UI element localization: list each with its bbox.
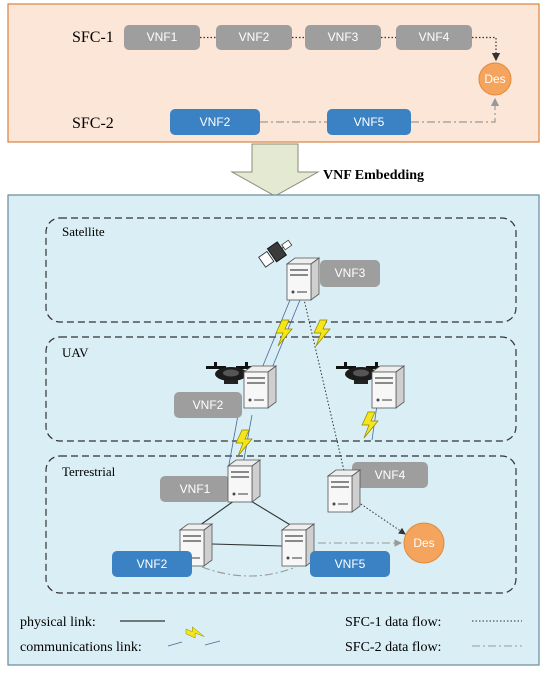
sfc1-vnf-2: VNF2: [216, 25, 292, 50]
sfc1-vnf-3: VNF3: [305, 25, 381, 50]
sfc2-flow: [260, 97, 500, 123]
sfc1-vnf-2-label: VNF2: [239, 30, 270, 44]
sfc2-vnf-1-label: VNF2: [200, 115, 231, 129]
network-panel: [7, 194, 540, 666]
ter-vnf4-server-icon: [327, 469, 361, 513]
ter-vnf2-label: VNF2: [137, 557, 168, 571]
ter-vnf1-box: [160, 476, 230, 502]
ter-vnf5-box: [310, 551, 390, 577]
ter-destination-label: Des: [413, 536, 434, 550]
sfc1-label: SFC-1: [72, 29, 114, 46]
ter-vnf5-label: VNF5: [335, 557, 366, 571]
terrestrial-destination: Des: [403, 522, 445, 564]
sfc-destination: Des: [478, 62, 512, 96]
uav-server-icon: [243, 365, 277, 409]
uav-server-icon: [371, 365, 405, 409]
sfc1-vnf-1: VNF1: [124, 25, 200, 50]
sfc1-vnf-4: VNF4: [396, 25, 472, 50]
embedding-label: VNF Embedding: [323, 168, 424, 183]
network-sfc1-path: [302, 294, 406, 535]
network-sfc2-path: [201, 539, 403, 577]
legend-sfc2-flow-label: SFC-2 data flow:: [345, 640, 441, 655]
uav-layer: [45, 336, 517, 442]
satellite-node: VNF3: [258, 239, 380, 301]
sfc2-vnf-2: VNF5: [327, 109, 411, 135]
terrestrial-node-vnf4: VNF4: [327, 462, 428, 513]
legend-sfc1-flow-label: SFC-1 data flow:: [345, 615, 441, 630]
satellite-vnf-label: VNF3: [335, 266, 366, 280]
terrestrial-node-vnf1: VNF1: [160, 459, 261, 503]
sfc1-flow: [200, 36, 501, 62]
terrestrial-layer-label: Terrestrial: [62, 464, 116, 479]
uav-node-left: VNF2: [174, 362, 277, 418]
sfc1-vnf-1-label: VNF1: [147, 30, 178, 44]
sfc2-vnf-2-label: VNF5: [354, 115, 385, 129]
physical-links: [195, 497, 293, 547]
satellite-icon: [258, 239, 293, 268]
sfc1-vnf-4-label: VNF4: [419, 30, 450, 44]
ter-vnf1-server-icon: [227, 459, 261, 503]
legend-lightning-icon: [185, 626, 205, 639]
sfc1-vnf-3-label: VNF3: [328, 30, 359, 44]
ter-vnf4-box: [352, 462, 428, 488]
sfc2-vnf-1: VNF2: [170, 109, 260, 135]
embedding-arrow: [230, 143, 320, 197]
uav-vnf-box: [174, 392, 242, 418]
ter-vnf4-label: VNF4: [375, 468, 406, 482]
satellite-server-icon: [286, 257, 320, 301]
ter-vnf1-label: VNF1: [180, 482, 211, 496]
uav-layer-label: UAV: [62, 345, 89, 360]
ter-vnf5-server-icon: [281, 523, 315, 567]
terrestrial-node-vnf5: VNF5: [281, 523, 390, 577]
terrestrial-layer: [45, 455, 517, 594]
satellite-layer-label: Satellite: [62, 224, 105, 239]
satellite-vnf-box: [320, 260, 380, 287]
sfc-destination-label: Des: [484, 72, 505, 86]
legend-comm-link-label: communications link:: [20, 640, 142, 655]
sfc2-label: SFC-2: [72, 115, 114, 132]
legend-physical-link-label: physical link:: [20, 615, 96, 630]
ter-vnf2-box: [112, 551, 192, 577]
uav-vnf-label: VNF2: [193, 398, 224, 412]
terrestrial-node-vnf2: VNF2: [112, 523, 213, 577]
